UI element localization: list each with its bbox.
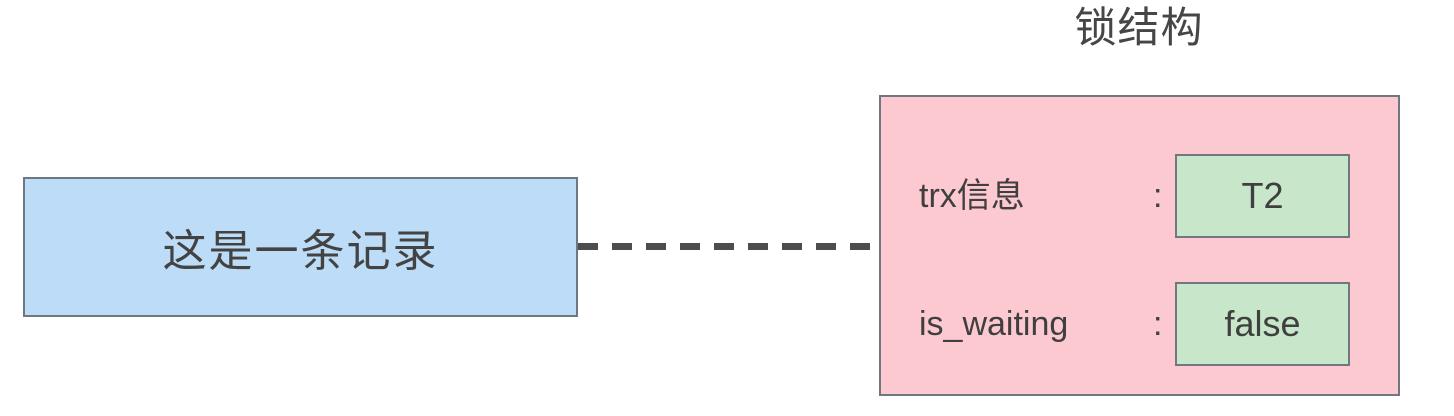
field-separator: :	[1153, 177, 1163, 215]
field-value-is-waiting: false	[1224, 303, 1301, 344]
lock-structure-node: trx信息 : T2 is_waiting : false	[879, 95, 1400, 396]
field-value-box-is-waiting: false	[1175, 282, 1350, 366]
record-to-lock-connector	[578, 243, 880, 250]
lock-field-row: trx信息 : T2	[881, 154, 1398, 238]
record-node-label: 这是一条记录	[162, 227, 439, 276]
page-title: 锁结构	[1074, 4, 1204, 51]
field-name-trx-info: trx信息	[919, 177, 1025, 215]
field-name-is-waiting: is_waiting	[919, 305, 1069, 343]
lock-field-row: is_waiting : false	[881, 282, 1398, 366]
field-separator: :	[1153, 305, 1163, 343]
field-value-box-trx-info: T2	[1175, 154, 1350, 238]
field-value-trx-info: T2	[1241, 175, 1284, 216]
record-node: 这是一条记录	[23, 177, 578, 317]
